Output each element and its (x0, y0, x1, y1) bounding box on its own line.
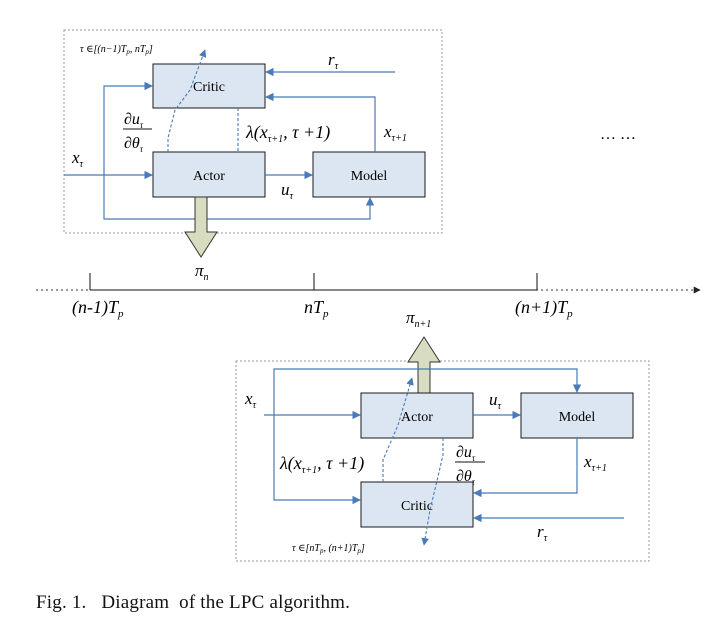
bottom-x-label: xτ (244, 389, 257, 411)
bottom-xnext-label: xτ+1 (583, 452, 607, 474)
top-time-range: τ ∈[(n−1)Tp, nTp] (80, 44, 153, 56)
bottom-x-to-critic-arrow (273, 415, 361, 505)
top-du-denominator: ∂θτ (124, 135, 144, 154)
bottom-model-label: Model (559, 410, 596, 425)
bottom-r-label: rτ (537, 522, 548, 544)
top-critic-box (152, 63, 266, 109)
timeline: (n-1)Tp nTp (n+1)Tp … … (36, 126, 701, 320)
timeline-label-n: nTp (304, 297, 329, 320)
top-u-label: uτ (281, 180, 294, 202)
bottom-critic-box (360, 481, 474, 528)
bottom-du-numerator: ∂uτ (456, 444, 476, 463)
bottom-critic-label: Critic (401, 499, 433, 514)
bottom-panel: πn+1 Actor Model Critic xτ uτ xτ+1 rτ (235, 308, 650, 562)
top-actor-box (152, 151, 266, 198)
bottom-policy-arrow (407, 336, 441, 394)
top-panel: τ ∈[(n−1)Tp, nTp] Critic Actor Model πn (63, 29, 443, 283)
top-xnext-label: xτ+1 (383, 122, 407, 144)
top-model-label: Model (351, 169, 388, 184)
top-x-to-model-arrow (103, 175, 375, 220)
bottom-time-range: τ ∈[nTp, (n+1)Tp] (292, 543, 365, 555)
bottom-du-denominator: ∂θτ (456, 468, 476, 487)
top-policy-label: πn (195, 261, 209, 283)
top-model-box (312, 151, 426, 198)
bottom-model-box (520, 392, 634, 439)
top-panel-border (63, 29, 443, 234)
top-gradient-dashed-arrow (167, 49, 207, 152)
timeline-label-n-plus-1: (n+1)Tp (515, 297, 573, 320)
bottom-lambda-label: λ(xτ+1, τ +1) (279, 453, 364, 476)
top-du-numerator: ∂uτ (124, 111, 144, 130)
bottom-panel-border (235, 360, 650, 562)
top-r-label: rτ (328, 50, 339, 72)
top-critic-label: Critic (193, 80, 225, 95)
continuation-dots: … … (600, 126, 636, 143)
bottom-actor-label: Actor (401, 410, 433, 425)
top-x-label: xτ (71, 148, 84, 170)
top-x-to-critic-arrow (103, 81, 153, 175)
top-actor-label: Actor (193, 169, 225, 184)
bottom-policy-label: πn+1 (406, 308, 431, 330)
bottom-x-to-model-arrow (273, 368, 582, 415)
timeline-label-n-minus-1: (n-1)Tp (72, 297, 124, 320)
bottom-gradient-dashed-arrow (421, 438, 444, 546)
bottom-xnext-arrow (473, 438, 578, 498)
bottom-lambda-dashed-arrow (382, 377, 414, 482)
figure-caption: Fig. 1. Diagram of the LPC algorithm. (36, 592, 351, 613)
top-lambda-label: λ(xτ+1, τ +1) (245, 122, 330, 145)
bottom-u-label: uτ (489, 390, 502, 412)
top-policy-arrow (184, 196, 218, 258)
top-xnext-arrow (265, 92, 376, 152)
